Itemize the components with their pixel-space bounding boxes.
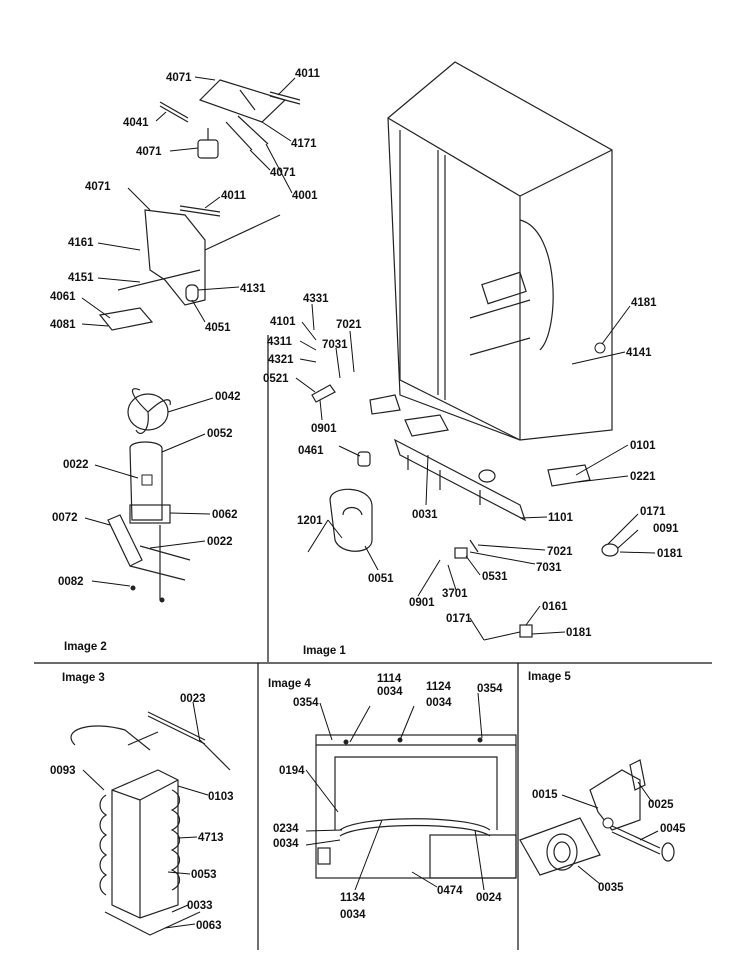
part-number: 0034 <box>340 909 366 921</box>
part-number: 0025 <box>648 799 674 811</box>
part-number: 4311 <box>267 336 293 348</box>
part-number: 0103 <box>208 791 234 803</box>
part-number: 0062 <box>212 509 238 521</box>
caption-image1: Image 1 <box>303 645 346 657</box>
part-number: 0234 <box>273 823 299 835</box>
part-number: 0042 <box>215 391 241 403</box>
part-number: 4051 <box>205 322 231 334</box>
part-number: 0181 <box>566 627 592 639</box>
part-number: 0901 <box>409 597 435 609</box>
image1-artwork <box>311 61 619 638</box>
image3-callouts: 0023 0093 0103 4713 0053 0033 0063 <box>50 693 234 932</box>
part-number: 1201 <box>297 515 323 527</box>
part-number: 0023 <box>180 693 206 705</box>
part-number: 4001 <box>292 190 318 202</box>
part-number: 4071 <box>270 167 296 179</box>
part-number: 0033 <box>187 900 213 912</box>
image3-artwork <box>70 711 231 936</box>
caption-image2: Image 2 <box>64 641 107 653</box>
part-number: 4071 <box>85 181 111 193</box>
part-number: 0034 <box>426 697 452 709</box>
part-number: 0022 <box>207 536 233 548</box>
part-number: 0045 <box>660 823 686 835</box>
part-number: 0354 <box>293 697 319 709</box>
part-number: 0034 <box>273 838 299 850</box>
part-number: 0035 <box>598 882 624 894</box>
part-number: 0091 <box>653 523 679 535</box>
part-number: 3701 <box>442 588 468 600</box>
part-number: 0031 <box>412 509 438 521</box>
part-number: 4141 <box>626 347 652 359</box>
caption-image3: Image 3 <box>62 672 105 684</box>
part-number: 0521 <box>263 373 289 385</box>
part-number: 4331 <box>303 293 329 305</box>
part-number: 4041 <box>123 117 149 129</box>
part-number: 7021 <box>336 319 362 331</box>
part-number: 0052 <box>207 428 233 440</box>
part-number: 0034 <box>377 686 403 698</box>
part-number: 0194 <box>279 765 305 777</box>
image5-callouts: 0015 0025 0045 0035 <box>532 789 686 894</box>
part-number: 7031 <box>536 562 562 574</box>
part-number: 0022 <box>63 459 89 471</box>
part-number: 4713 <box>198 832 224 844</box>
part-number: 4321 <box>268 354 294 366</box>
part-number: 1114 <box>377 673 402 685</box>
panel-dividers <box>34 335 712 950</box>
part-number: 0171 <box>446 613 472 625</box>
caption-image4: Image 4 <box>268 678 311 690</box>
part-number: 0181 <box>657 548 683 560</box>
part-number: 4151 <box>68 272 94 284</box>
part-number: 1124 <box>426 681 452 693</box>
part-number: 0072 <box>52 512 78 524</box>
caption-image5: Image 5 <box>528 671 571 683</box>
part-number: 4181 <box>631 297 657 309</box>
part-number: 4011 <box>295 68 321 80</box>
part-number: 0082 <box>58 576 84 588</box>
part-number: 4011 <box>221 190 247 202</box>
part-number: 4171 <box>291 138 317 150</box>
part-number: 0221 <box>630 471 656 483</box>
part-number: 7031 <box>322 339 348 351</box>
part-number: 1134 <box>340 892 366 904</box>
image2-artwork <box>98 79 301 603</box>
part-number: 0474 <box>437 885 463 897</box>
part-number: 0093 <box>50 765 76 777</box>
part-number: 0101 <box>630 440 656 452</box>
part-number: 4161 <box>68 237 94 249</box>
part-number: 0901 <box>311 423 337 435</box>
part-number: 4101 <box>270 316 296 328</box>
part-number: 0053 <box>191 869 217 881</box>
part-number: 4071 <box>136 146 162 158</box>
image4-artwork <box>315 734 517 879</box>
part-number: 7021 <box>547 546 573 558</box>
part-number: 0354 <box>477 683 503 695</box>
part-number: 4071 <box>166 72 192 84</box>
part-number: 4131 <box>240 283 266 295</box>
part-number: 4081 <box>50 319 76 331</box>
image1-callouts: 4331 4101 4311 4321 7021 7031 0521 0901 … <box>263 293 683 639</box>
part-number: 0171 <box>640 506 666 518</box>
part-number: 0161 <box>542 601 568 613</box>
image4-callouts: 1114 0034 1124 0034 0354 0354 0194 0234 … <box>273 673 503 921</box>
part-number: 0063 <box>196 920 222 932</box>
panel-captions: Image 1 Image 2 Image 3 Image 4 Image 5 <box>62 641 571 690</box>
part-number: 1101 <box>548 512 574 524</box>
part-number: 0015 <box>532 789 558 801</box>
part-number: 0051 <box>368 573 394 585</box>
image2-callouts: 4071 4011 4041 4171 4071 4071 4001 4071 … <box>50 68 321 588</box>
part-number: 0461 <box>298 445 324 457</box>
part-number: 4061 <box>50 291 76 303</box>
image5-artwork <box>519 759 675 876</box>
part-number: 0024 <box>476 892 502 904</box>
part-number: 0531 <box>482 571 508 583</box>
leader-lines <box>81 76 659 929</box>
